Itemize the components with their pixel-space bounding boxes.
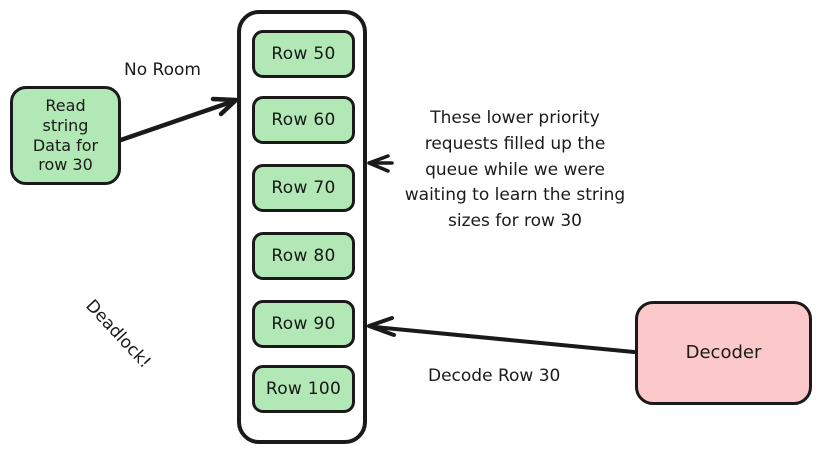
request-queue-container (237, 10, 367, 444)
edge-label-decode-row-30: Decode Row 30 (428, 366, 561, 386)
annotation-queue-note: These lower priority requests filled up … (404, 108, 626, 232)
read-string-data-request-node[interactable]: Read string Data for row 30 (10, 86, 121, 185)
decoder-node[interactable]: Decoder (635, 301, 812, 405)
decoder-label: Decoder (685, 342, 762, 364)
arrow-read-to-queue (115, 96, 239, 144)
arrow-note-to-queue (367, 154, 394, 173)
queue-item-row-80[interactable]: Row 80 (252, 232, 355, 280)
read-request-label: Read string Data for row 30 (32, 96, 99, 175)
arrow-decoder-to-queue (367, 316, 636, 354)
queue-item-row-50[interactable]: Row 50 (252, 30, 355, 78)
queue-item-row-90[interactable]: Row 90 (252, 300, 355, 348)
queue-item-row-60[interactable]: Row 60 (252, 96, 355, 144)
edge-label-no-room: No Room (124, 60, 201, 80)
annotation-deadlock: Deadlock! (81, 296, 155, 373)
queue-item-row-100[interactable]: Row 100 (252, 365, 355, 413)
queue-item-row-70[interactable]: Row 70 (252, 164, 355, 212)
